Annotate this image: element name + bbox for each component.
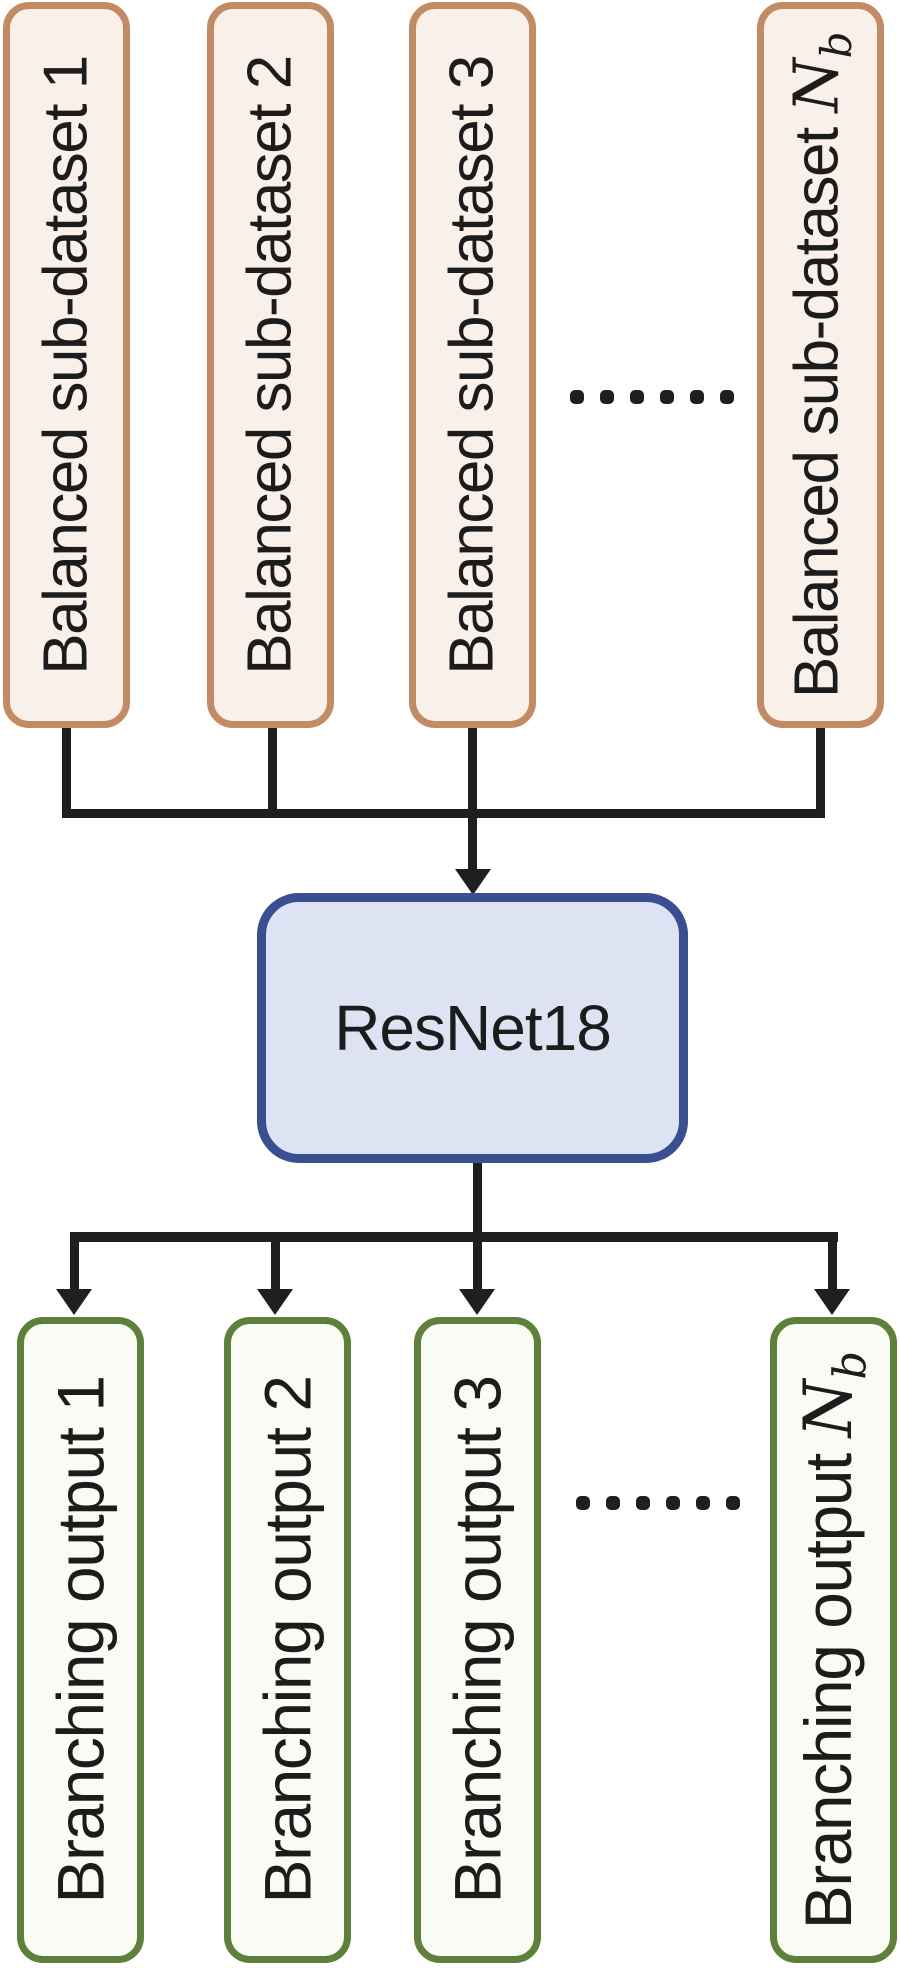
arrowhead-branch-2: [257, 1289, 293, 1315]
balanced-subdataset-1-label: Balanced sub-dataset 1: [32, 55, 101, 675]
box-label-wrap: Branching output 2: [231, 1324, 344, 1956]
box-label-wrap: Balanced sub-dataset 1: [10, 9, 123, 721]
math-variable-n: N: [790, 1379, 868, 1438]
ellipsis-dot: [690, 390, 704, 404]
branching-output-1-box: Branching output 1: [17, 1317, 144, 1963]
math-subscript-b: b: [812, 31, 862, 59]
box-label-wrap: Branching output 1: [24, 1324, 137, 1956]
connector-shaft-bottom-1: [70, 1232, 79, 1295]
ellipsis-dot: [666, 1496, 680, 1510]
branching-output-2-label: Branching output 2: [250, 1376, 325, 1904]
branching-output-2-box: Branching output 2: [224, 1317, 351, 1963]
math-subscript-b: b: [823, 1350, 877, 1380]
ellipsis-dot: [660, 390, 674, 404]
balanced-subdataset-2-label: Balanced sub-dataset 2: [236, 55, 305, 675]
arrowhead-branch-3: [459, 1289, 495, 1315]
ellipsis-dot: [606, 1496, 620, 1510]
branching-output-nb-box: Branching output Nb: [770, 1317, 897, 1963]
ellipsis-dot: [726, 1496, 740, 1510]
balanced-subdataset-3-label: Balanced sub-dataset 3: [438, 55, 507, 675]
label-prefix: Branching output: [791, 1437, 866, 1930]
box-label-wrap: Balanced sub-dataset Nb: [764, 9, 877, 721]
connector-stub-top-4: [816, 728, 825, 818]
ellipsis-dot: [630, 390, 644, 404]
box-label-wrap: Branching output Nb: [777, 1324, 890, 1956]
connector-shaft-bottom-3: [473, 1232, 482, 1295]
bottom-ellipsis-dots: [576, 1496, 740, 1510]
top-ellipsis-dots: [570, 390, 734, 404]
math-variable-n: N: [779, 58, 853, 113]
connector-shaft-bottom-2: [271, 1232, 280, 1295]
branching-output-1-label: Branching output 1: [43, 1376, 118, 1904]
ellipsis-dot: [696, 1496, 710, 1510]
connector-shaft-from-resnet: [473, 1163, 482, 1242]
ellipsis-dot: [600, 390, 614, 404]
balanced-subdataset-1-box: Balanced sub-dataset 1: [3, 2, 130, 728]
ellipsis-dot: [576, 1496, 590, 1510]
connector-shaft-to-resnet: [468, 728, 477, 878]
box-label-wrap: Balanced sub-dataset 3: [416, 9, 529, 721]
label-prefix: Balanced sub-dataset: [782, 112, 852, 699]
resnet18-box: ResNet18: [257, 893, 688, 1163]
branching-output-3-label: Branching output 3: [440, 1376, 515, 1904]
ellipsis-dot: [636, 1496, 650, 1510]
arrowhead-into-resnet: [455, 869, 491, 895]
arrowhead-branch-1: [56, 1289, 92, 1315]
box-label-wrap: Branching output 3: [421, 1324, 534, 1956]
ellipsis-dot: [570, 390, 584, 404]
arrowhead-branch-4: [814, 1289, 850, 1315]
ellipsis-dot: [720, 390, 734, 404]
connector-shaft-bottom-4: [828, 1232, 837, 1295]
connector-stub-top-1: [62, 728, 71, 818]
branching-output-nb-label: Branching output Nb: [790, 1351, 876, 1929]
balanced-subdataset-nb-label: Balanced sub-dataset Nb: [780, 32, 861, 699]
connector-hline-bottom: [70, 1232, 838, 1242]
resnet18-label: ResNet18: [334, 992, 612, 1064]
branching-output-3-box: Branching output 3: [414, 1317, 541, 1963]
balanced-subdataset-nb-box: Balanced sub-dataset Nb: [757, 2, 884, 728]
connector-stub-top-2: [268, 728, 277, 818]
connector-hline-top: [62, 809, 825, 818]
box-label-wrap: Balanced sub-dataset 2: [214, 9, 327, 721]
balanced-subdataset-3-box: Balanced sub-dataset 3: [409, 2, 536, 728]
balanced-subdataset-2-box: Balanced sub-dataset 2: [207, 2, 334, 728]
